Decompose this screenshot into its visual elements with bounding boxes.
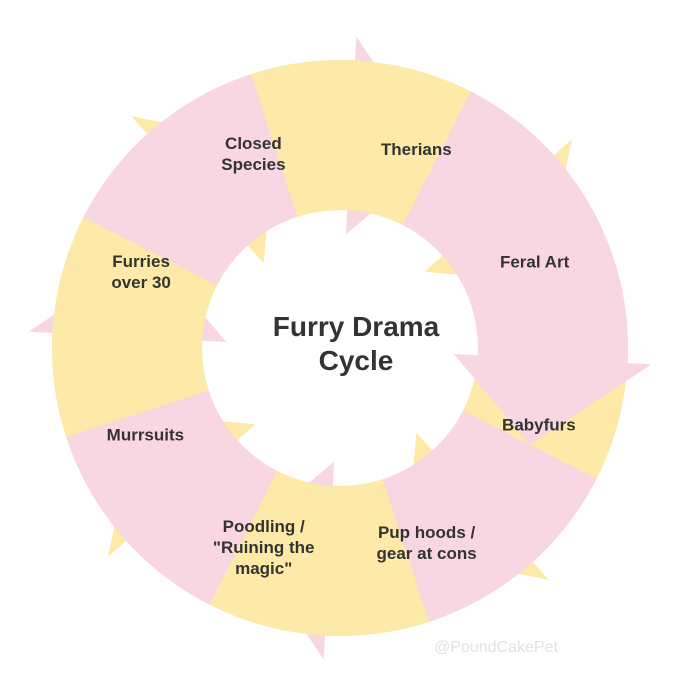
cycle-arrows [28,36,652,660]
segment-label-8-line-1: Therians [381,140,452,159]
segment-label-8: Therians [381,140,452,159]
segment-label-3-line-1: Pup hoods / [378,523,476,542]
segment-label-6-line-1: Furries [112,252,170,271]
segment-label-1: Feral Art [500,252,570,271]
segment-label-6: Furries over 30 [111,252,171,292]
segment-label-7-line-1: Closed [225,134,282,153]
segment-label-2: Babyfurs [502,415,576,434]
segment-label-3: Pup hoods / gear at cons [377,523,477,563]
segment-label-7-line-2: Species [221,155,285,174]
segment-label-5: Murrsuits [107,426,184,445]
center-title-line-2: Cycle [319,345,394,376]
segment-label-3-line-2: gear at cons [377,544,477,563]
segment-label-4-line-2: "Ruining the [213,538,315,557]
segment-label-1-line-1: Feral Art [500,252,570,271]
segment-label-4-line-3: magic" [235,559,292,578]
center-title-line-1: Furry Drama [273,311,440,342]
segment-label-5-line-1: Murrsuits [107,426,184,445]
watermark: @PoundCakePet [434,639,558,656]
cycle-arrow-1 [402,91,652,445]
segment-label-4-line-1: Poodling / [223,517,305,536]
segment-label-6-line-2: over 30 [111,273,171,292]
segment-label-2-line-1: Babyfurs [502,415,576,434]
segment-label-4: Poodling / "Ruining the magic" [213,517,315,578]
